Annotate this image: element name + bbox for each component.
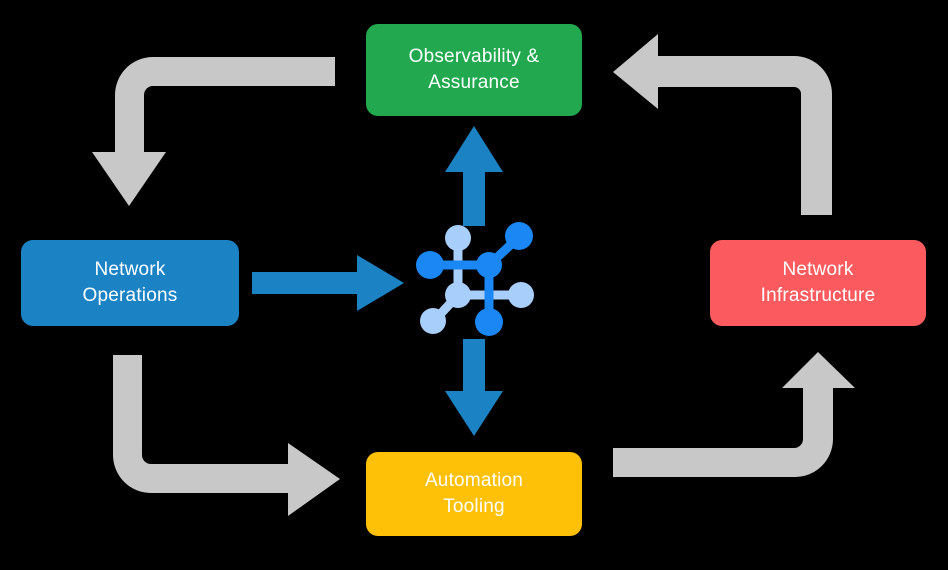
node-infrastructure-label-line1: Network [782, 259, 854, 281]
node-top-left [445, 225, 471, 251]
node-automation-tooling[interactable]: Automation Tooling [366, 452, 582, 536]
node-observability-assurance[interactable]: Observability & Assurance [366, 24, 582, 116]
arrow-operations-to-automation [113, 355, 340, 516]
node-automation-label-line1: Automation [424, 470, 524, 492]
node-bottom [475, 308, 503, 336]
network-icon-nodes-primary [416, 222, 533, 336]
arrow-observability-to-operations [92, 57, 335, 206]
node-operations-label-line2: Operations [82, 285, 178, 306]
node-bottom-left [420, 308, 446, 334]
node-left [416, 251, 444, 279]
node-hub [476, 252, 502, 278]
arrow-automation-to-infrastructure [613, 352, 855, 477]
node-infrastructure-label-line2: Infrastructure [760, 285, 876, 306]
arrow-infrastructure-to-observability [613, 34, 832, 215]
node-network-infrastructure[interactable]: Network Infrastructure [710, 240, 926, 326]
arrow-operations-to-center [252, 255, 404, 311]
network-icon-nodes-secondary [420, 225, 534, 334]
node-inner-bottom-left [445, 282, 471, 308]
node-operations-label-line1: Network [94, 259, 166, 281]
node-right-middle [508, 282, 534, 308]
node-observability-label-line2: Assurance [428, 72, 520, 93]
node-automation-label-line2: Tooling [443, 496, 505, 517]
node-network-operations[interactable]: Network Operations [21, 240, 239, 326]
arrow-center-to-automation [445, 339, 503, 436]
arrow-center-to-observability [445, 126, 503, 226]
node-observability-label-line1: Observability & [408, 46, 540, 68]
node-top-right [505, 222, 533, 250]
